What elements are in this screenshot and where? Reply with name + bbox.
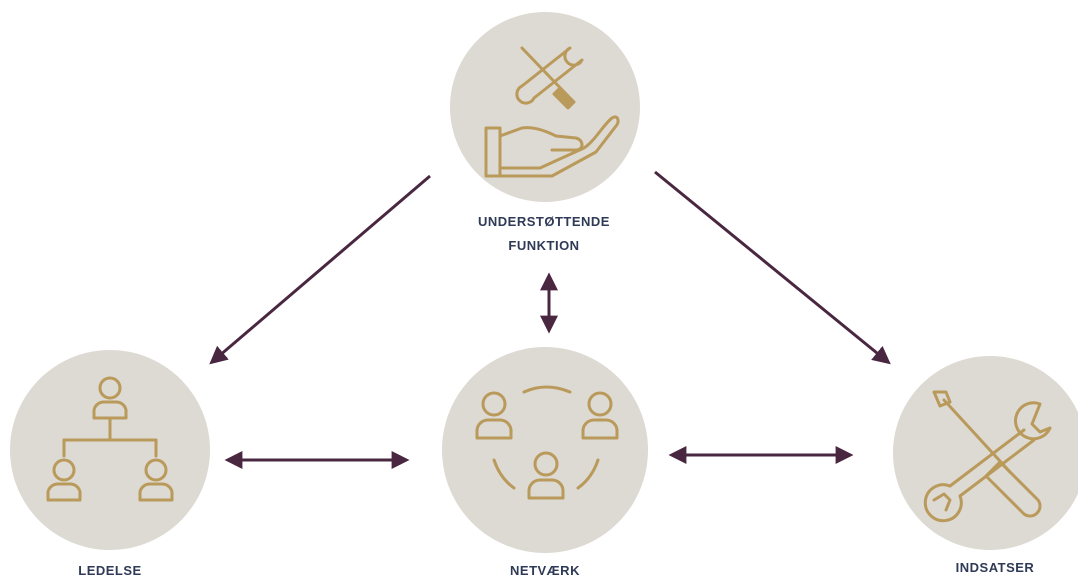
node-circle-top bbox=[450, 12, 640, 202]
arrow-top-to-right bbox=[654, 170, 891, 365]
node-circle-middle bbox=[442, 347, 648, 553]
tools-in-hand-icon bbox=[484, 46, 620, 178]
node-label-netvaerk: NETVÆRK bbox=[510, 563, 580, 578]
node-circle-left bbox=[10, 350, 210, 550]
node-label-line1: UNDERSTØTTENDE bbox=[478, 214, 610, 229]
node-circle-right bbox=[893, 356, 1078, 550]
node-label-ledelse: LEDELSE bbox=[78, 563, 142, 578]
wrench-screwdriver-icon bbox=[923, 390, 1052, 523]
arrow-top-to-left bbox=[209, 174, 431, 365]
node-label-understottende-funktion: UNDERSTØTTENDE FUNKTION bbox=[444, 210, 644, 258]
people-network-icon bbox=[475, 385, 619, 500]
org-chart-icon bbox=[46, 376, 174, 502]
node-label-indsatser: INDSATSER bbox=[955, 560, 1035, 575]
node-label-line2: FUNKTION bbox=[508, 238, 580, 253]
